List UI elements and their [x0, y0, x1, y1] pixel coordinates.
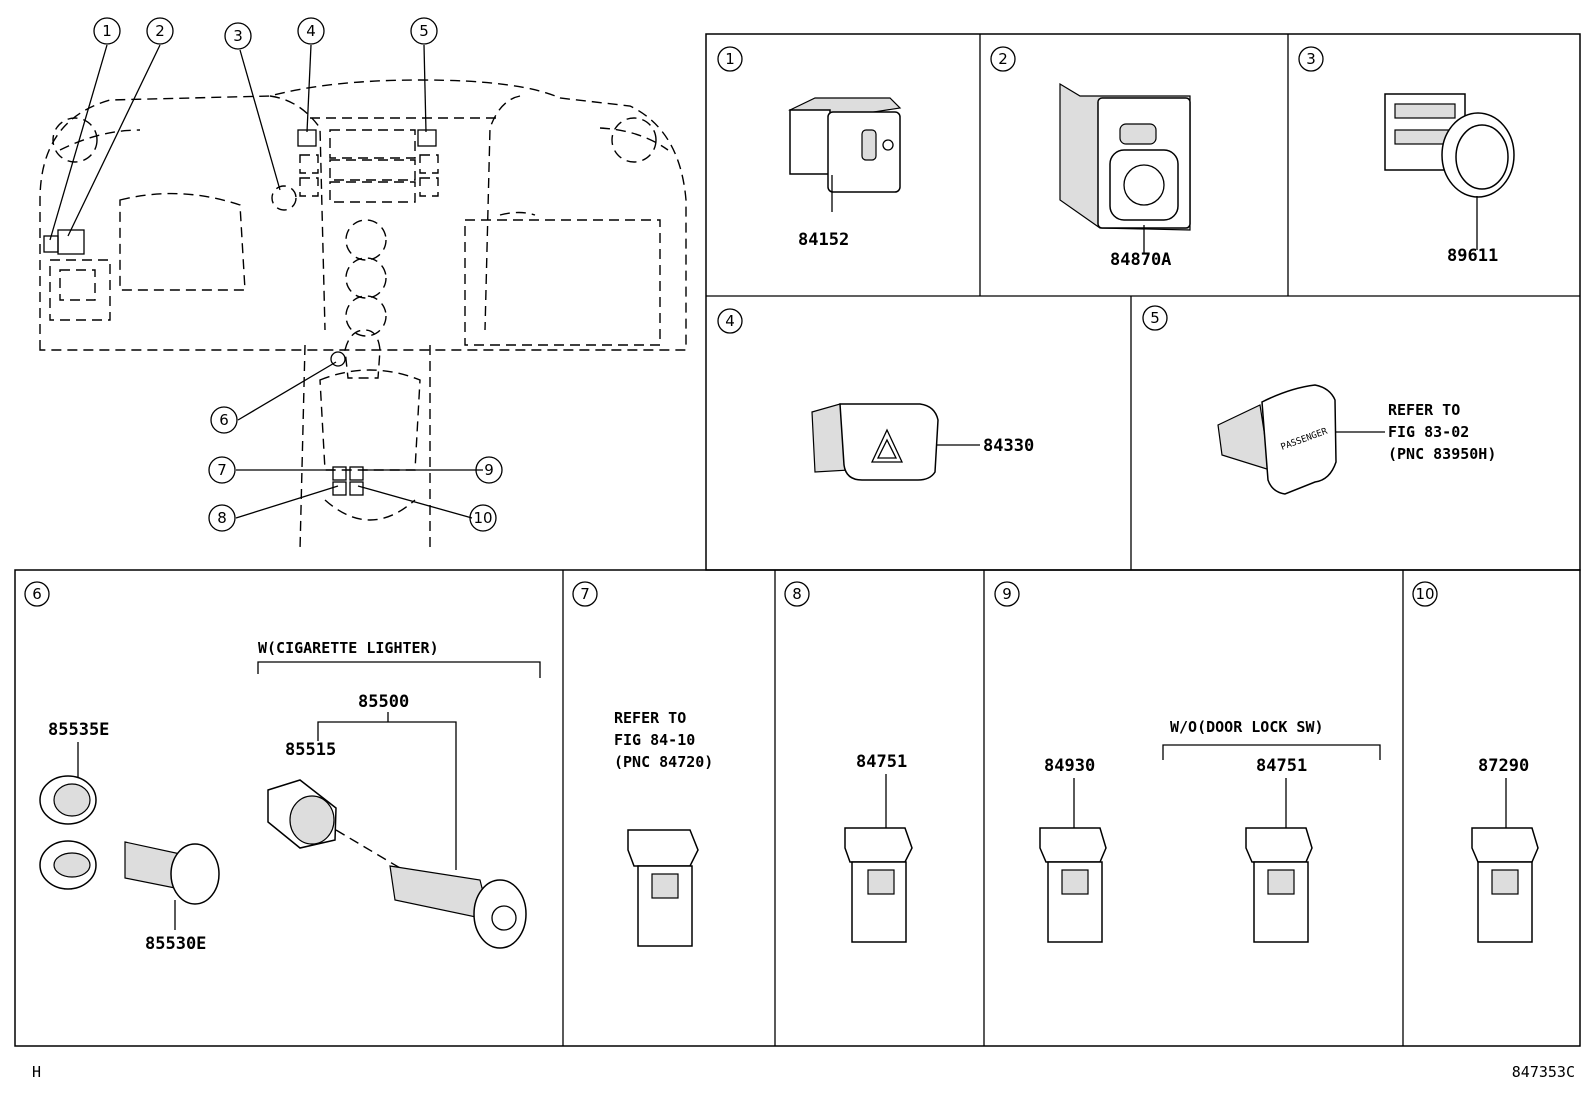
panel-10-number: 10	[1415, 585, 1434, 603]
panel-3: 3 89611	[1298, 46, 1515, 266]
callout-5: 5	[419, 22, 429, 40]
p7-refer-line-1: REFER TO	[614, 709, 686, 727]
panel-8: 8 84751	[784, 581, 913, 943]
callout-1: 1	[102, 22, 112, 40]
p7-refer-line-2: FIG 84-10	[614, 731, 695, 749]
p9-group-label: W/O(DOOR LOCK SW)	[1170, 718, 1324, 736]
panel-6-number: 6	[32, 585, 42, 603]
panel-7-number: 7	[580, 585, 590, 603]
panel-10: 10 87290	[1412, 581, 1539, 943]
p6-group-label: W(CIGARETTE LIGHTER)	[258, 639, 439, 657]
footer-left-code: H	[32, 1063, 41, 1081]
panel-1: 1 84152	[717, 46, 902, 250]
part-number-84930: 84930	[1044, 756, 1095, 776]
callout-10: 10	[473, 509, 492, 527]
part-number-85530E: 85530E	[145, 934, 206, 954]
callout-4: 4	[306, 22, 316, 40]
panel-9-number: 9	[1002, 585, 1012, 603]
panel-1-number: 1	[725, 50, 735, 68]
dashboard-overview	[39, 79, 687, 551]
callout-3: 3	[233, 27, 243, 45]
p5-refer-line-2: FIG 83-02	[1388, 423, 1469, 441]
panel-2: 2 84870A	[990, 46, 1191, 270]
panel-6: 6 W(CIGARETTE LIGHTER) 85535E 85530E 855…	[24, 581, 541, 954]
overview-callouts: 1 2 3 4 5 6 7 9 8 10	[93, 17, 503, 532]
panel-7: 7 REFER TO FIG 84-10 (PNC 84720)	[572, 581, 713, 947]
part-number-84330: 84330	[983, 436, 1034, 456]
part-number-84870A: 84870A	[1110, 250, 1171, 270]
panel-2-number: 2	[998, 50, 1008, 68]
panel-8-number: 8	[792, 585, 802, 603]
part-number-84751-a: 84751	[856, 752, 907, 772]
panel-4-number: 4	[725, 312, 735, 330]
p5-refer-line-1: REFER TO	[1388, 401, 1460, 419]
p7-refer-line-3: (PNC 84720)	[614, 753, 713, 771]
panel-5-number: 5	[1150, 309, 1160, 327]
p5-refer-line-3: (PNC 83950H)	[1388, 445, 1496, 463]
part-number-85500: 85500	[358, 692, 409, 712]
callout-2: 2	[155, 22, 165, 40]
callout-6: 6	[219, 411, 229, 429]
diagram-id: 847353C	[1512, 1063, 1575, 1081]
panel-9: 9 W/O(DOOR LOCK SW) 84930 84751	[994, 581, 1381, 943]
overview-leaders	[49, 44, 483, 519]
callout-9: 9	[484, 461, 494, 479]
callout-8: 8	[217, 509, 227, 527]
part-number-84751-b: 84751	[1256, 756, 1307, 776]
part-number-89611: 89611	[1447, 246, 1498, 266]
panel-5: 5 PASSENGER REFER TO FIG 83-02 (PNC 8395…	[1142, 305, 1496, 495]
panel-frames	[14, 33, 1581, 1047]
callout-7: 7	[217, 461, 227, 479]
part-number-85535E: 85535E	[48, 720, 109, 740]
panel-4: 4 84330	[717, 308, 1034, 481]
panel-3-number: 3	[1306, 50, 1316, 68]
part-number-84152: 84152	[798, 230, 849, 250]
part-number-85515: 85515	[285, 740, 336, 760]
part-number-87290: 87290	[1478, 756, 1529, 776]
